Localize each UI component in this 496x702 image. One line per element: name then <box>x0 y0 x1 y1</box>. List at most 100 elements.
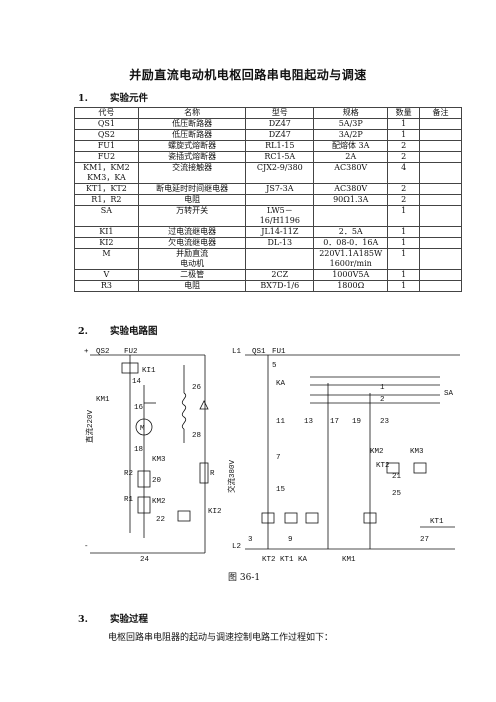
table-header-cell: 数量 <box>387 107 421 119</box>
table-cell: FU2 <box>74 151 139 163</box>
table-cell: 并励直流 电动机 <box>137 248 247 270</box>
table-cell: 断电延时时间继电器 <box>137 183 247 195</box>
circuit-label: 5 <box>272 362 277 370</box>
table-cell <box>419 269 462 281</box>
table-cell: 2 <box>387 183 421 195</box>
table-cell: KT1，KT2 <box>74 183 139 195</box>
table-cell: AC380V <box>313 183 389 195</box>
table-header-cell: 型号 <box>245 107 315 119</box>
table-cell: 1 <box>387 129 421 141</box>
table-cell: JL14-11Z <box>245 226 315 238</box>
circuit-label: M <box>140 425 145 433</box>
table-cell <box>419 162 462 184</box>
circuit-label: SA <box>444 390 454 398</box>
table-cell: 4 <box>387 162 421 184</box>
table-cell: 万转开关 <box>137 205 247 227</box>
table-cell: 1 <box>387 205 421 227</box>
table-cell: 1800Ω <box>313 280 389 292</box>
circuit-label: R2 <box>124 470 133 478</box>
table-cell <box>419 140 462 152</box>
table-cell: RC1-5A <box>245 151 315 163</box>
circuit-label: KT2 <box>376 462 390 470</box>
table-cell: KI2 <box>74 237 139 249</box>
table-cell <box>419 226 462 238</box>
circuit-label: L2 <box>232 543 241 551</box>
circuit-label: 22 <box>156 516 165 524</box>
table-cell <box>419 151 462 163</box>
table-cell: 1 <box>387 280 421 292</box>
circuit-label: 9 <box>288 536 293 544</box>
table-cell <box>419 248 462 270</box>
table-cell: 瓷插式熔断器 <box>137 151 247 163</box>
circuit-label: KM3 <box>410 448 424 456</box>
section-heading-2: 2.实验电路图 <box>78 326 158 337</box>
circuit-label: R1 <box>124 496 134 504</box>
circuit-label: 24 <box>140 556 150 564</box>
circuit-label: 28 <box>192 432 201 440</box>
table-cell: 二极管 <box>137 269 247 281</box>
table-cell: 5A/3P <box>313 118 389 130</box>
circuit-label: 1 <box>380 384 385 392</box>
table-cell: 0．08-0．16A <box>313 237 389 249</box>
circuit-label: FU1 <box>272 348 286 356</box>
table-cell: V <box>74 269 139 281</box>
circuit-label: R <box>210 470 215 478</box>
table-cell: CJX2-9/380 <box>245 162 315 184</box>
circuit-label: 2 <box>380 396 385 404</box>
section-heading-1: 1.实验元件 <box>78 93 149 104</box>
circuit-label: KI1 <box>142 367 156 375</box>
circuit-label: KI2 <box>208 508 222 516</box>
table-cell <box>419 205 462 227</box>
table-cell: 低压断路器 <box>137 129 247 141</box>
table-cell: 2 <box>387 151 421 163</box>
process-paragraph: 电枢回路串电阻器的起动与调速控制电路工作过程如下： <box>108 633 334 643</box>
table-cell: 1 <box>387 237 421 249</box>
circuit-label: 14 <box>132 378 142 386</box>
circuit-label: 18 <box>134 446 143 454</box>
table-cell: JS7-3A <box>245 183 315 195</box>
table-cell: 交流接触器 <box>137 162 247 184</box>
table-cell: 90Ω1.3A <box>313 194 389 206</box>
table-cell: DL-13 <box>245 237 315 249</box>
table-cell: 1 <box>387 118 421 130</box>
table-cell: 低压断路器 <box>137 118 247 130</box>
circuit-label: - <box>84 543 89 551</box>
circuit-label: 26 <box>192 384 202 392</box>
circuit-label: 20 <box>152 477 162 485</box>
circuit-label: QS2 <box>96 348 110 356</box>
circuit-label: KM2 <box>152 498 166 506</box>
circuit-label: 19 <box>352 418 361 426</box>
circuit-label: 13 <box>304 418 314 426</box>
table-cell <box>419 280 462 292</box>
circuit-label: KT1 <box>430 518 444 526</box>
circuit-label: 21 <box>392 473 402 481</box>
table-cell: 1 <box>387 248 421 270</box>
table-cell: 螺旋式熔断器 <box>137 140 247 152</box>
circuit-label: KT2 KT1 KA <box>262 556 308 564</box>
table-cell: 2A <box>313 151 389 163</box>
figure-caption: 图 36-1 <box>228 573 261 583</box>
table-cell <box>419 183 462 195</box>
table-cell <box>313 205 389 227</box>
table-cell: 过电流继电器 <box>137 226 247 238</box>
circuit-label: 27 <box>420 536 429 544</box>
circuit-label: 17 <box>330 418 339 426</box>
circuit-label: KM1 <box>342 556 356 564</box>
table-cell <box>245 248 315 270</box>
table-cell: 2．5A <box>313 226 389 238</box>
table-cell: 2 <box>387 140 421 152</box>
table-cell: 1 <box>387 269 421 281</box>
table-cell: 1000V5A <box>313 269 389 281</box>
circuit-label: + <box>84 348 89 356</box>
table-cell <box>419 194 462 206</box>
table-cell: AC380V <box>313 162 389 184</box>
table-cell: R3 <box>74 280 139 292</box>
table-cell <box>419 129 462 141</box>
table-cell: QS2 <box>74 129 139 141</box>
